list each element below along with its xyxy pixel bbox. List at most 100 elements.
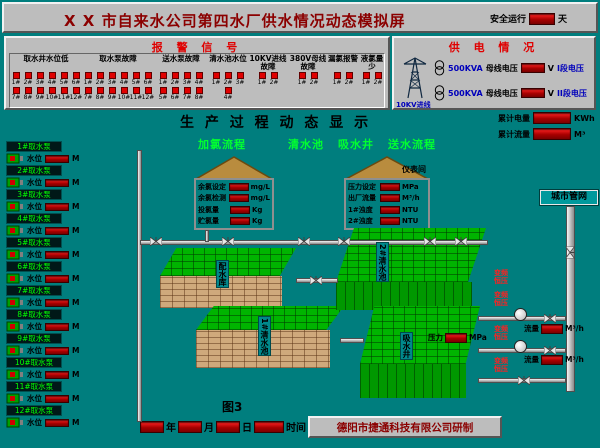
bus-voltage-unit: V [547,88,554,98]
pipe-segment [205,230,209,242]
valve-icon[interactable] [518,376,530,385]
alarm-light: 3# [181,72,193,86]
alarm-light-icon [144,72,152,79]
alarm-light-icon [224,72,232,79]
bus-voltage-label: 母线电压 [485,63,518,73]
intake-pump-column: 1#取水泵 水位 M 2#取水泵 水位 M 3#取水泵 水位 M 4#取水泵 水… [4,140,136,428]
alarm-light-icon [132,87,140,94]
pump-unit[interactable]: 10#取水泵 水位 M [4,356,136,380]
water-level-unit: M [72,154,80,163]
param-label: 投氯量 [198,205,219,214]
alarm-panel: 报 警 信 号 取水井水位低 1# 2# 3# 4# 5# 6# 7# 8# 9… [4,36,390,110]
valve-icon[interactable] [565,246,575,259]
valve-icon[interactable] [455,237,467,246]
valve-icon[interactable] [222,237,234,246]
alarm-light-icon [362,72,370,79]
total-energy-unit: KWh [574,113,595,123]
flow-display [541,354,563,365]
alarm-light: 7# [181,87,193,101]
water-level-unit: M [72,370,80,379]
valve-icon[interactable] [150,237,162,246]
pump-unit[interactable]: 3#取水泵 水位 M [4,188,136,212]
delivery-pump-icon[interactable] [514,308,527,321]
bus-voltage-unit: V [547,63,554,73]
power-title: 供 电 情 况 [448,41,540,54]
flow-readout: 流量 M³/h [524,354,584,365]
valve-icon[interactable] [298,237,310,246]
tank-label: 吸水井 [400,332,413,360]
alarm-light: 2# [268,72,280,86]
pressure-unit: MPa [469,333,487,342]
alarm-light: 9# [34,87,46,101]
pump-unit[interactable]: 4#取水泵 水位 M [4,212,136,236]
alarm-light: 10# [46,87,58,101]
pump-unit[interactable]: 7#取水泵 水位 M [4,284,136,308]
water-level-label: 水位 [27,394,42,403]
valve-icon[interactable] [424,237,436,246]
param-unit: mg/L [250,194,270,203]
alarm-light: 7# [82,87,94,101]
alarm-title: 报 警 信 号 [151,41,243,54]
pump-unit[interactable]: 2#取水泵 水位 M [4,164,136,188]
pump-unit[interactable]: 6#取水泵 水位 M [4,260,136,284]
valve-icon[interactable] [338,237,350,246]
param-label: 余氯设定 [198,183,226,192]
water-level-display [45,370,69,379]
pump-unit[interactable]: 11#取水泵 水位 M [4,380,136,404]
alarm-light: 10# [118,87,130,101]
instrument-room-row: 2#浊度 NTU [348,216,426,226]
alarm-light-icon [171,72,179,79]
tank-clearwell-1: 1#清水池 [196,306,344,368]
water-level-display [45,346,69,355]
pump-unit[interactable]: 1#取水泵 水位 M [4,140,136,164]
param-label: 1#浊度 [348,205,373,214]
instrument-room: 仪表间 压力设定 MPa 出厂流量 M³/h 1#浊度 NTU 2#浊度 NTU [344,154,430,230]
alarm-light: 5# [157,87,169,101]
flow-unit: M³/h [565,355,584,364]
water-level-unit: M [72,250,80,259]
pump-icon [6,201,23,212]
water-level-display [45,418,69,427]
alarm-light: 5# [130,72,142,86]
alarm-light-icon [159,72,167,79]
section-suction-well: 吸水井 [338,138,374,151]
vfd-badge: 变频恒压 [494,291,508,307]
alarm-light-icon [212,72,220,79]
valve-icon[interactable] [310,276,322,285]
pump-icon [6,345,23,356]
bus-voltage-label: 母线电压 [485,88,518,98]
section-voltage-label: II段电压 [556,88,587,98]
water-level-display [45,274,69,283]
water-level-label: 水位 [27,346,42,355]
total-flow-display [533,128,571,140]
pump-unit[interactable]: 12#取水泵 水位 M [4,404,136,428]
pump-label: 11#取水泵 [6,381,62,392]
chlorine-room-row: 余氯设定 mg/L [198,182,270,192]
alarm-light-icon [132,72,140,79]
alarm-light-icon [270,72,278,79]
alarm-light-icon [84,72,92,79]
param-label: 压力设定 [348,183,376,192]
pump-unit[interactable]: 5#取水泵 水位 M [4,236,136,260]
valve-icon[interactable] [544,346,556,355]
alarm-light-icon [310,72,318,79]
total-flow: 累计流量 M³ [498,128,585,140]
water-level-display [45,202,69,211]
pump-unit[interactable]: 8#取水泵 水位 M [4,308,136,332]
alarm-group-label: 取水井水位低 [23,54,69,63]
time-display [216,420,240,433]
param-unit: Kg [252,216,263,225]
valve-icon[interactable] [544,314,556,323]
alarm-light-icon [36,72,44,79]
param-label: 贮氯量 [198,216,219,225]
delivery-pump-icon[interactable] [514,340,527,353]
water-level-display [45,322,69,331]
year-label: 年 [166,423,176,434]
bus-voltage-display [520,63,545,73]
water-level-label: 水位 [27,274,42,283]
transformer-kva-label: 500KVA [448,63,483,73]
pump-label: 4#取水泵 [6,213,62,224]
pump-unit[interactable]: 9#取水泵 水位 M [4,332,136,356]
company-credit: 德阳市捷通科技有限公司研制 [308,416,502,438]
alarm-light-icon [120,72,128,79]
